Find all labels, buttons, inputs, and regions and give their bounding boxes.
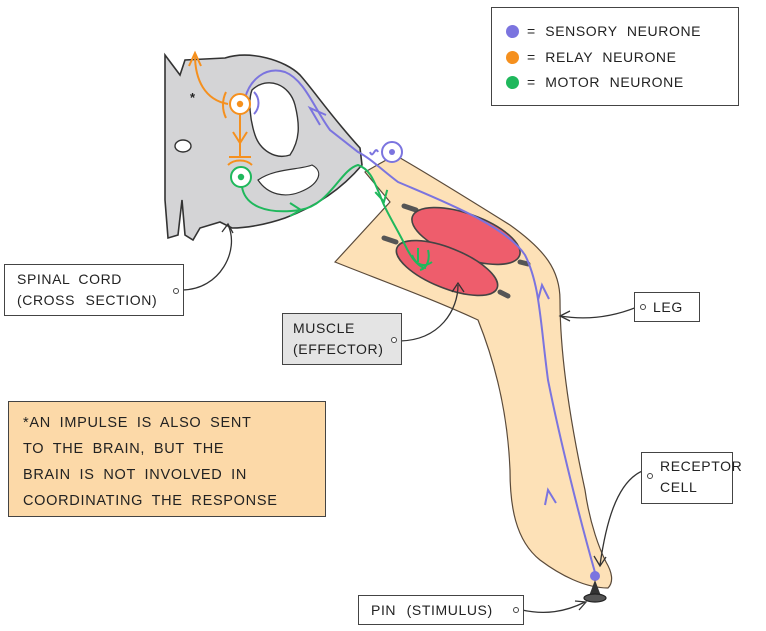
leg-pointer: [559, 306, 638, 319]
receptor-dot: [590, 571, 600, 581]
sensory-dendrite: [369, 149, 379, 156]
spinal-cord-label: SPINAL CORD (CROSS SECTION): [4, 264, 184, 316]
spinal-cord-label-line2: (CROSS SECTION): [17, 292, 158, 308]
leg-label: LEG: [634, 292, 700, 322]
relay-motor-synapse: [227, 156, 253, 166]
legend-label: = MOTOR NEURONE: [527, 74, 684, 90]
motor-arrow-2: [374, 189, 389, 204]
motor-neurone-path: [241, 163, 427, 269]
spinal-cord-notch-upper: [249, 82, 299, 157]
note-line: TO THE BRAIN, BUT THE: [23, 441, 225, 457]
motor-end-plate: [411, 248, 433, 271]
sensory-nucleus: [389, 149, 395, 155]
legend-item-relay: = RELAY NEURONE: [506, 46, 677, 68]
pin-label: PIN (STIMULUS): [358, 595, 524, 625]
relay-brain-arrow: [188, 50, 202, 67]
muscle-label-line1: MUSCLE: [293, 320, 355, 336]
relay-dot-icon: [506, 50, 519, 64]
pin-pointer-head: [574, 600, 588, 611]
receptor-label-line2: CELL: [660, 479, 698, 495]
receptor-label: RECEPTOR CELL: [641, 452, 743, 504]
motor-nucleus: [237, 173, 245, 181]
legend-item-sensory: = SENSORY NEURONE: [506, 20, 701, 42]
legend-label: = RELAY NEURONE: [527, 49, 677, 65]
motor-dot-icon: [506, 75, 519, 89]
pin-label-text: PIN (STIMULUS): [371, 602, 493, 618]
sensory-neurone-path: [244, 69, 597, 577]
relay-nucleus: [236, 100, 244, 108]
relay-to-brain: [194, 54, 229, 105]
muscle-label-line2: (EFFECTOR): [293, 341, 384, 357]
muscle-label: MUSCLE (EFFECTOR): [282, 313, 402, 365]
leg-pointer-head: [558, 310, 571, 322]
legend-label: = SENSORY NEURONE: [527, 23, 702, 39]
sensory-arrow-3: [307, 105, 327, 126]
spinal-cord-label-line1: SPINAL CORD: [17, 271, 122, 287]
pin-pointer: [521, 601, 586, 614]
sensory-arrow-1: [537, 282, 550, 301]
muscle-pointer-head: [451, 281, 465, 293]
spinal-cord-pointer: [181, 224, 233, 291]
muscle-pointer: [399, 284, 459, 342]
sensory-dot-icon: [506, 24, 519, 38]
receptor-label-line1: RECEPTOR: [660, 458, 743, 474]
central-canal: [174, 139, 192, 153]
muscle-tendon-lower: [381, 235, 511, 299]
pin-shape: [589, 580, 601, 596]
note-box: *AN IMPULSE IS ALSO SENT TO THE BRAIN, B…: [8, 401, 326, 517]
muscle-lower: [395, 239, 499, 297]
legend: = SENSORY NEURONE = RELAY NEURONE = MOTO…: [491, 7, 739, 106]
note-line: *AN IMPULSE IS ALSO SENT: [23, 415, 252, 431]
legend-item-motor: = MOTOR NEURONE: [506, 71, 684, 93]
relay-down-arrow: [232, 131, 248, 145]
pin-base: [583, 593, 607, 603]
spinal-cord-pointer-head: [221, 222, 234, 234]
brain-asterisk: *: [190, 90, 196, 105]
note-line: BRAIN IS NOT INVOLVED IN: [23, 467, 248, 483]
sensory-arrow-2: [544, 487, 557, 506]
note-line: COORDINATING THE RESPONSE: [23, 493, 278, 509]
relay-bracket: [222, 91, 227, 119]
receptor-pointer-head: [593, 555, 607, 568]
spinal-cord-notch-lower: [257, 164, 320, 196]
receptor-pointer: [599, 469, 646, 566]
motor-arrow-1: [289, 202, 303, 217]
muscle-tendon: [401, 203, 531, 267]
synapse-sensory-relay: [253, 91, 260, 115]
leg-label-text: LEG: [653, 299, 683, 315]
